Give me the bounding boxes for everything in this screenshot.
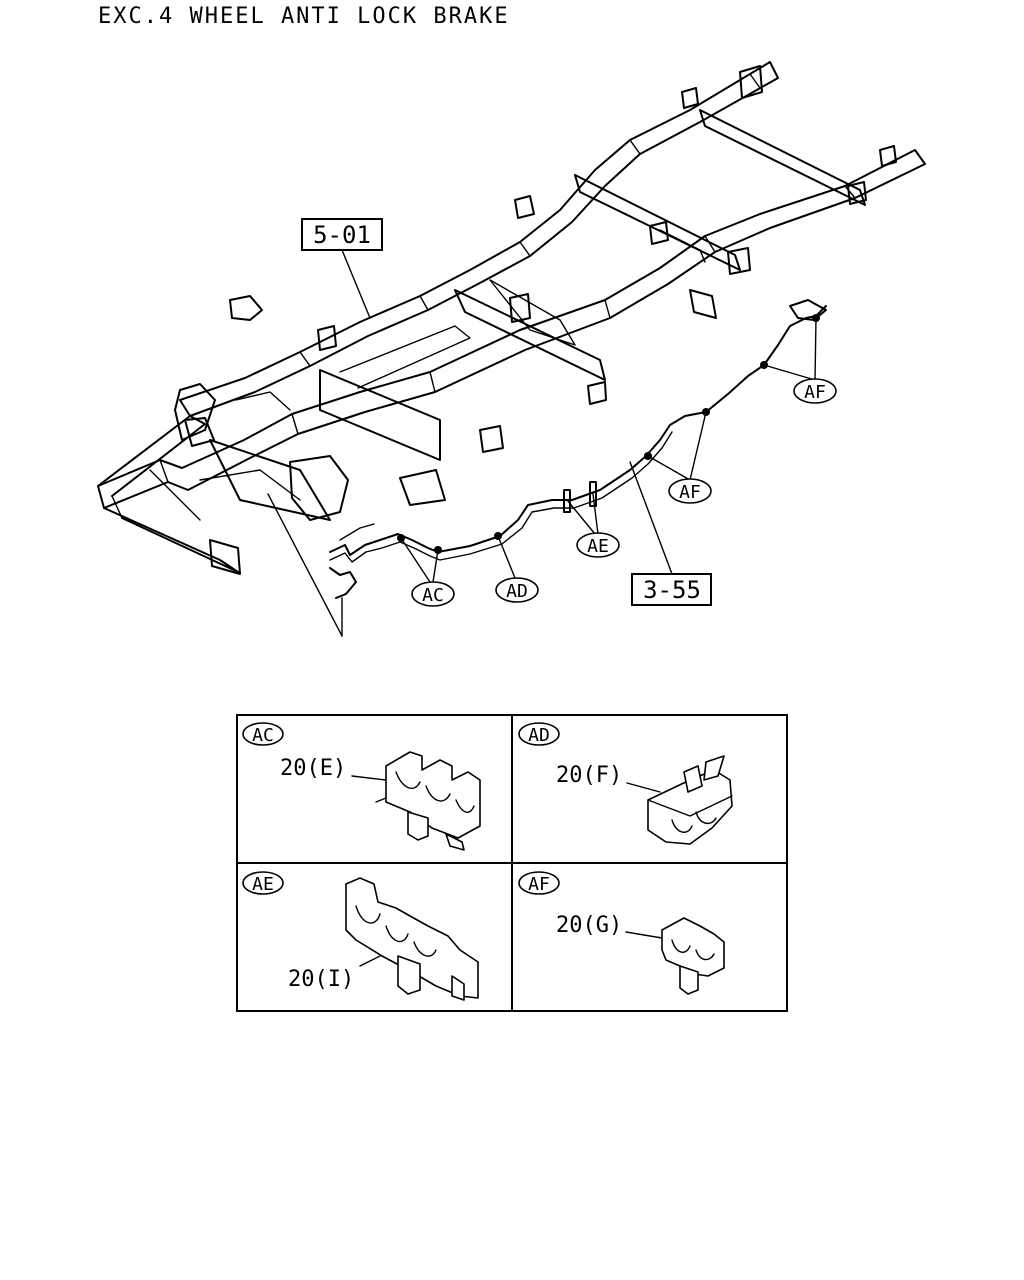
svg-text:AE: AE: [587, 536, 609, 557]
detail-tag-ac: AC: [252, 725, 274, 746]
detail-panel-af: 20(G) AF: [518, 871, 725, 995]
svg-text:AD: AD: [506, 581, 528, 602]
detail-panel-ac: AC 20(E): [242, 722, 481, 851]
ref-frame-label: 5-01: [313, 221, 371, 249]
ref-box-frame: 5-01: [301, 218, 383, 251]
brake-pipe-drawing: [329, 299, 827, 599]
detail-tag-ae: AE: [252, 874, 274, 895]
svg-text:AF: AF: [804, 382, 826, 403]
callout-ad: AD: [495, 577, 539, 603]
clip-ae-drawing: [345, 877, 479, 1001]
callout-ae: AE: [576, 532, 620, 558]
detail-panel-ae: AE 20(I): [242, 871, 479, 1001]
svg-text:AF: AF: [679, 482, 701, 503]
part-label-ae: 20(I): [288, 967, 354, 992]
diagram-title: EXC.4 WHEEL ANTI LOCK BRAKE: [98, 4, 510, 29]
leader-lines: [267, 249, 817, 637]
clip-ad-drawing: [647, 755, 733, 845]
callout-ac: AC: [411, 581, 455, 607]
chassis-frame-drawing: [97, 61, 926, 575]
callout-af-lower: AF: [668, 478, 712, 504]
clip-ac-drawing: [375, 751, 481, 851]
part-label-ac: 20(E): [280, 756, 346, 781]
part-label-af: 20(G): [556, 913, 622, 938]
svg-text:AC: AC: [422, 585, 444, 606]
ref-brake-pipe-label: 3-55: [643, 576, 701, 604]
detail-tag-af: AF: [528, 874, 550, 895]
part-label-ad: 20(F): [556, 763, 622, 788]
ref-box-brake-pipe: 3-55: [631, 573, 712, 606]
detail-panel-ad: AD 20(F): [518, 722, 733, 845]
callout-af-upper: AF: [793, 378, 837, 404]
clip-af-drawing: [661, 917, 725, 995]
detail-tag-ad: AD: [528, 725, 550, 746]
detail-table: [236, 714, 788, 1012]
